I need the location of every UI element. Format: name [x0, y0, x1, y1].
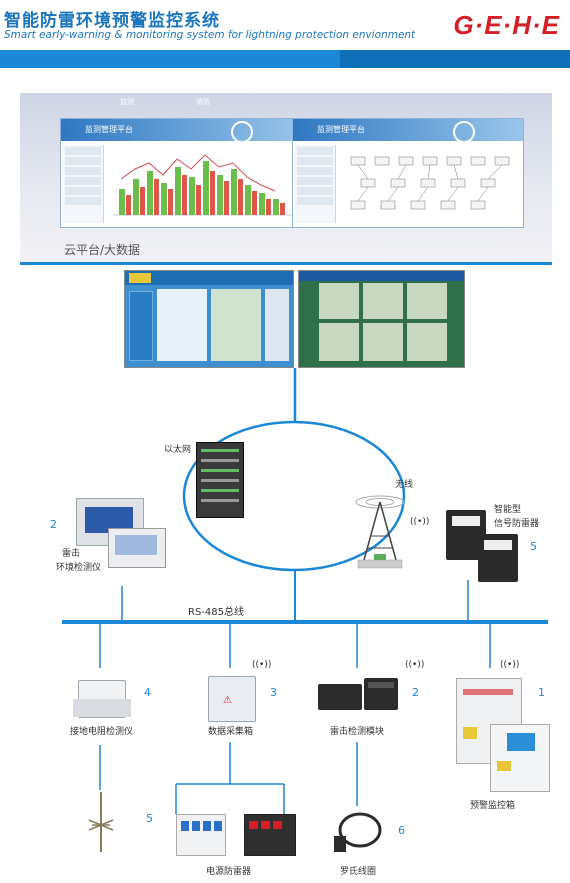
air-terminal-number: 5	[146, 812, 153, 825]
ground-res-label: 接地电阻检测仪	[70, 727, 134, 737]
data-box-number: 3	[270, 686, 277, 699]
platform-window-right: 监测管理平台	[292, 118, 524, 228]
wifi-signal-icon-warning-box: ((•))	[500, 660, 520, 670]
platform-logo-icon-2	[453, 121, 475, 143]
signal-spd-label-2: 信号防雷器	[494, 519, 540, 529]
ground-res-number: 4	[144, 686, 151, 699]
rs485-bus	[62, 620, 548, 624]
monitor-screenshot-right	[298, 270, 465, 368]
wireless-tower-icon	[355, 495, 405, 569]
cloud-tab-monitor: 监测	[120, 98, 134, 106]
signal-spd-label-1: 智能型	[494, 505, 522, 515]
platform-window-right-title: 监测管理平台	[317, 125, 365, 134]
rogowski-label: 罗氏线圈	[340, 867, 377, 877]
power-spd-device-2	[244, 814, 296, 856]
data-box-label: 数据采集箱	[208, 727, 254, 737]
platform-bar-chart	[113, 154, 295, 216]
signal-spd-number: 5	[530, 540, 537, 553]
cloud-tab-fire: 消防	[196, 98, 210, 106]
platform-logo-icon	[231, 121, 253, 143]
cloud-platform-label: 云平台/大数据	[64, 243, 141, 257]
rogowski-number: 6	[398, 824, 405, 837]
wireless-label: 无线	[395, 480, 414, 490]
signal-spd-device-2	[478, 534, 518, 582]
cloud-platform-panel: 监测 消防 监测管理平台	[20, 93, 552, 263]
monitor-screenshot-left	[124, 270, 294, 368]
warning-box-device-2	[490, 724, 550, 792]
strike-module-device-2	[364, 678, 398, 710]
platform-window-left-title: 监测管理平台	[85, 125, 133, 134]
env-monitor-label-2: 环境检测仪	[56, 563, 102, 573]
warning-triangle-icon: ⚠	[223, 695, 232, 706]
platform-window-left: 监测管理平台	[60, 118, 306, 228]
lightning-rod-icon	[88, 792, 114, 852]
data-box-device: ⚠	[208, 676, 256, 722]
platform-topology-diagram	[350, 156, 510, 210]
strike-module-number: 2	[412, 686, 419, 699]
page-title-cn: 智能防雷环境预警监控系统	[4, 11, 220, 31]
ethernet-switch	[196, 442, 244, 518]
wifi-signal-icon-strike-module: ((•))	[405, 660, 425, 670]
env-monitor-device	[108, 528, 166, 568]
env-monitor-number: 2	[50, 518, 57, 531]
header-bar-accent	[340, 50, 570, 68]
wifi-signal-icon-data-box: ((•))	[252, 660, 272, 670]
rogowski-coil-icon	[334, 812, 382, 852]
ground-res-device	[73, 680, 131, 718]
strike-module-label: 雷击检测模块	[330, 727, 385, 737]
strike-module-device-1	[318, 684, 362, 710]
power-spd-label: 电源防雷器	[206, 867, 252, 877]
page-title-en: Smart early-warning & monitoring system …	[4, 29, 416, 41]
ethernet-label: 以太网	[164, 445, 192, 455]
warning-box-number: 1	[538, 686, 545, 699]
warning-box-label: 预警监控箱	[470, 801, 516, 811]
rs485-bus-label: RS-485总线	[188, 607, 244, 618]
power-spd-device-1	[176, 814, 226, 856]
cloud-panel-underline	[20, 262, 552, 265]
env-monitor-label-1: 雷击	[62, 549, 81, 559]
brand-logo: G·E·H·E	[453, 10, 560, 40]
wifi-signal-icon-tower: ((•))	[410, 517, 430, 527]
